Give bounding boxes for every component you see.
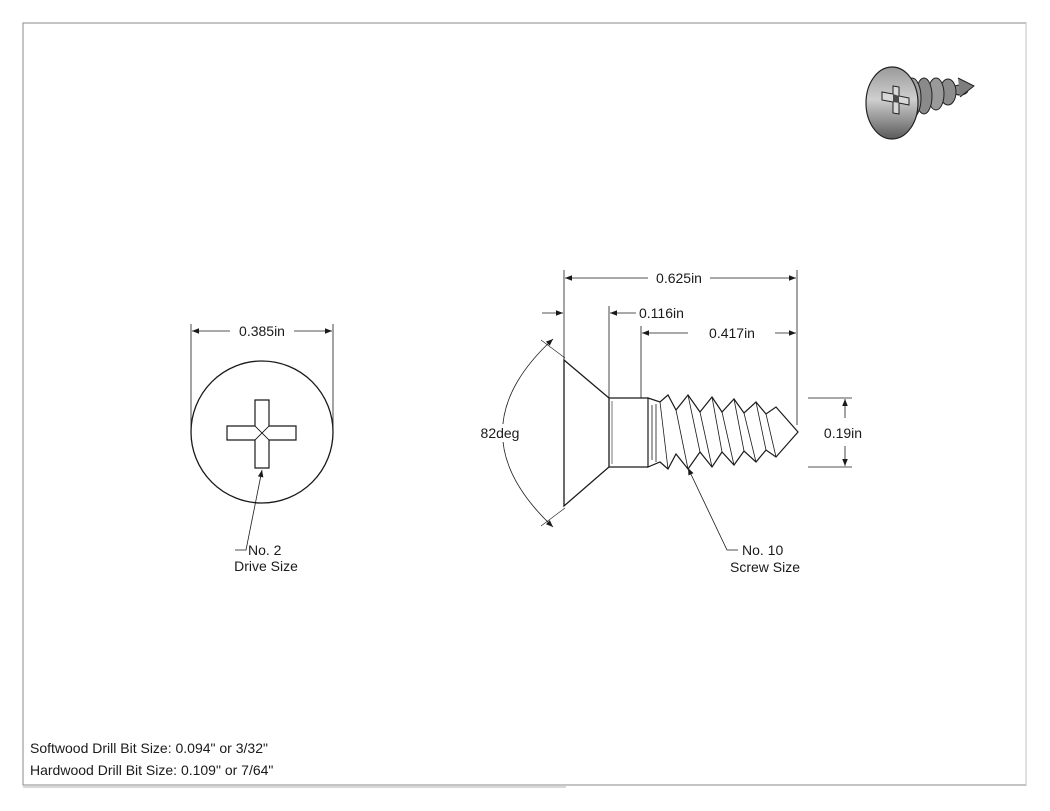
thread-length-dimension: 0.417in [709, 325, 755, 341]
front-view: 0.385in No. 2 Drive Size [190, 323, 334, 574]
drive-size-caption: Drive Size [234, 558, 298, 574]
screw-size-label: No. 10 [742, 542, 783, 558]
head-angle-dimension: 82deg [481, 425, 520, 441]
side-view: 0.625in 0.116in 0.417in 82deg 0.19in No.… [476, 270, 870, 575]
drive-size-label: No. 2 [248, 542, 282, 558]
overall-length-dimension: 0.625in [656, 270, 702, 286]
diameter-dimension: 0.385in [239, 323, 285, 339]
head-height-dimension: 0.116in [639, 305, 684, 321]
sheet-border [22, 22, 1027, 786]
screw-threads [647, 394, 799, 470]
screw-size-caption: Screw Size [730, 559, 800, 575]
isometric-screw-icon [865, 66, 975, 140]
hardwood-drill-note: Hardwood Drill Bit Size: 0.109" or 7/64" [30, 762, 274, 778]
countersunk-head [563, 358, 610, 508]
softwood-drill-note: Softwood Drill Bit Size: 0.094" or 3/32" [30, 740, 268, 756]
shank-diameter-dimension: 0.19in [824, 425, 862, 441]
